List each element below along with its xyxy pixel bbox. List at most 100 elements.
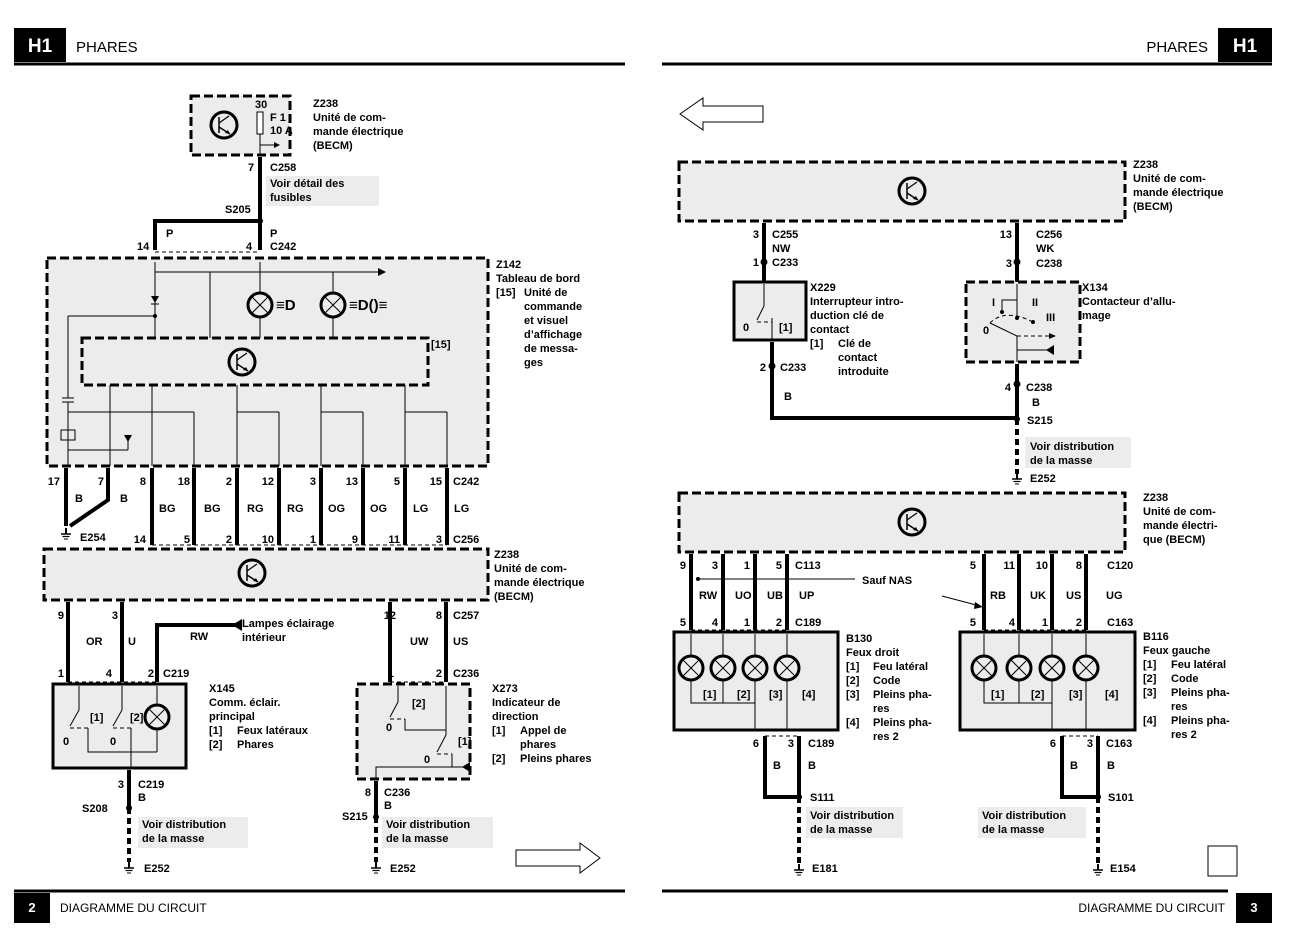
item-label: Clé de: [838, 338, 871, 350]
headlamp-symbol-icon: ≡D: [276, 297, 296, 314]
pin-number: 9: [58, 610, 64, 622]
pin-number: 7: [98, 476, 104, 488]
switch-position: [1]: [458, 736, 472, 748]
reference-note[interactable]: Voir distribution: [1030, 441, 1114, 453]
reference-note[interactable]: Voir distribution: [142, 819, 226, 831]
splice-id: S111: [810, 792, 834, 804]
wire-color: LG: [413, 503, 428, 515]
component-desc: Unité de com-: [494, 563, 567, 575]
splice-id: S101: [1108, 792, 1134, 804]
component-desc: mage: [1082, 310, 1111, 322]
wire-color: UK: [1030, 590, 1046, 602]
pin-number: 2: [760, 362, 766, 374]
component-desc: Tableau de bord: [496, 273, 580, 285]
wire-color: B: [784, 391, 792, 403]
destination-label: intérieur: [242, 632, 287, 644]
header-right: H1 PHARES: [662, 28, 1272, 66]
pin-number: 13: [1000, 229, 1012, 241]
reference-note[interactable]: Voir distribution: [810, 810, 894, 822]
wire-color: P: [166, 228, 173, 240]
pin-number: 9: [680, 560, 686, 572]
next-page-arrow-icon[interactable]: [515, 842, 601, 874]
ground-icon: [370, 861, 382, 874]
connector-id: C113: [795, 560, 821, 572]
switch-position: I: [992, 297, 995, 309]
pin-number: 3: [310, 476, 316, 488]
pin-number: 1: [388, 668, 394, 680]
key-switch-circuit: 3 C255 NW 1 C233 0 [1] X229 Interrupteur…: [732, 223, 1017, 420]
pin-number: 1: [744, 617, 750, 629]
pin-number: 10: [262, 534, 274, 546]
page-number: 3: [1250, 900, 1257, 915]
reference-note[interactable]: fusibles: [270, 192, 312, 204]
ground-icon: [60, 527, 72, 540]
item-label: Code: [1171, 673, 1199, 685]
page-number: 2: [28, 900, 35, 915]
item-label: res 2: [1171, 729, 1197, 741]
switch-position: [2]: [412, 698, 426, 710]
component-id: Z142: [496, 259, 521, 271]
pin-number: 12: [262, 476, 274, 488]
reference-note[interactable]: Voir détail des: [270, 178, 344, 190]
reference-note[interactable]: de la masse: [982, 824, 1044, 836]
main-light-switch-circuit: 9 3 OR U RW Lampes éclairage intérieur 1…: [51, 602, 334, 875]
pin-number: 18: [178, 476, 190, 488]
switch-position: II: [1032, 297, 1038, 309]
lamp-ref: [2]: [1031, 689, 1045, 701]
reference-note[interactable]: Voir distribution: [386, 819, 470, 831]
ground-icon: [793, 863, 805, 876]
pin-number: 13: [346, 476, 358, 488]
becm-module-a: Z238 Unité de com- mande électrique (BEC…: [677, 159, 1223, 223]
switch-position: 0: [63, 736, 69, 748]
connector-id: C256: [1036, 229, 1062, 241]
pin-number: 14: [137, 241, 150, 253]
wire-color: BG: [159, 503, 176, 515]
sub-component-ref: [15]: [431, 339, 451, 351]
item-label: Pleins pha-: [1171, 687, 1230, 699]
reference-note[interactable]: Voir distribution: [982, 810, 1066, 822]
previous-page-arrow-icon[interactable]: [679, 97, 764, 131]
reference-note[interactable]: de la masse: [810, 824, 872, 836]
component-desc: que (BECM): [1143, 534, 1206, 546]
page-title: PHARES: [1146, 39, 1208, 56]
wire-color: OG: [328, 503, 345, 515]
switch-position: 0: [983, 325, 989, 337]
ground-id: E252: [1030, 473, 1056, 485]
item-label: Feu latéral: [873, 661, 928, 673]
reference-note[interactable]: de la masse: [1030, 455, 1092, 467]
pin-number: 1: [753, 257, 759, 269]
wire-color: RB: [990, 590, 1006, 602]
left-headlamp-circuit: 5 11 10 8 C120 RB UK US UG 5 4 1 2 C163 …: [958, 554, 1230, 876]
wire-color: B: [384, 800, 392, 812]
connector-id: C233: [780, 362, 806, 374]
pin-number: 3: [112, 610, 118, 622]
wire-color: B: [808, 760, 816, 772]
wire-color: B: [75, 493, 83, 505]
pin-number: 5: [776, 560, 782, 572]
wire-color: B: [1107, 760, 1115, 772]
component-desc: Comm. éclair.: [209, 697, 281, 709]
becm-top-module: 30 F 1 10 A Z238 Unité de com- mande éle…: [189, 94, 403, 157]
item-label: Pleins phares: [520, 753, 592, 765]
pin-number: 1: [744, 560, 750, 572]
wire-color: B: [773, 760, 781, 772]
pin-number: 8: [436, 610, 442, 622]
reference-note[interactable]: de la masse: [142, 833, 204, 845]
lamp-ref: [3]: [769, 689, 783, 701]
component-desc: duction clé de: [810, 310, 884, 322]
pin-number: 4: [106, 668, 113, 680]
component-id: X134: [1082, 282, 1109, 294]
switch-position: [2]: [130, 712, 144, 724]
pin-number: 3: [1087, 738, 1093, 750]
switch-position: 0: [424, 754, 430, 766]
reference-note[interactable]: de la masse: [386, 833, 448, 845]
sidelamp-symbol-icon: ≡D()≡: [349, 297, 388, 314]
component-id: B116: [1143, 631, 1169, 643]
ground-id: E252: [144, 863, 170, 875]
pin-number: 2: [776, 617, 782, 629]
item-desc: d’affichage: [524, 329, 582, 341]
switch-position: [1]: [779, 322, 793, 334]
item-ref: [1]: [209, 725, 223, 737]
connector-id: C236: [453, 668, 479, 680]
